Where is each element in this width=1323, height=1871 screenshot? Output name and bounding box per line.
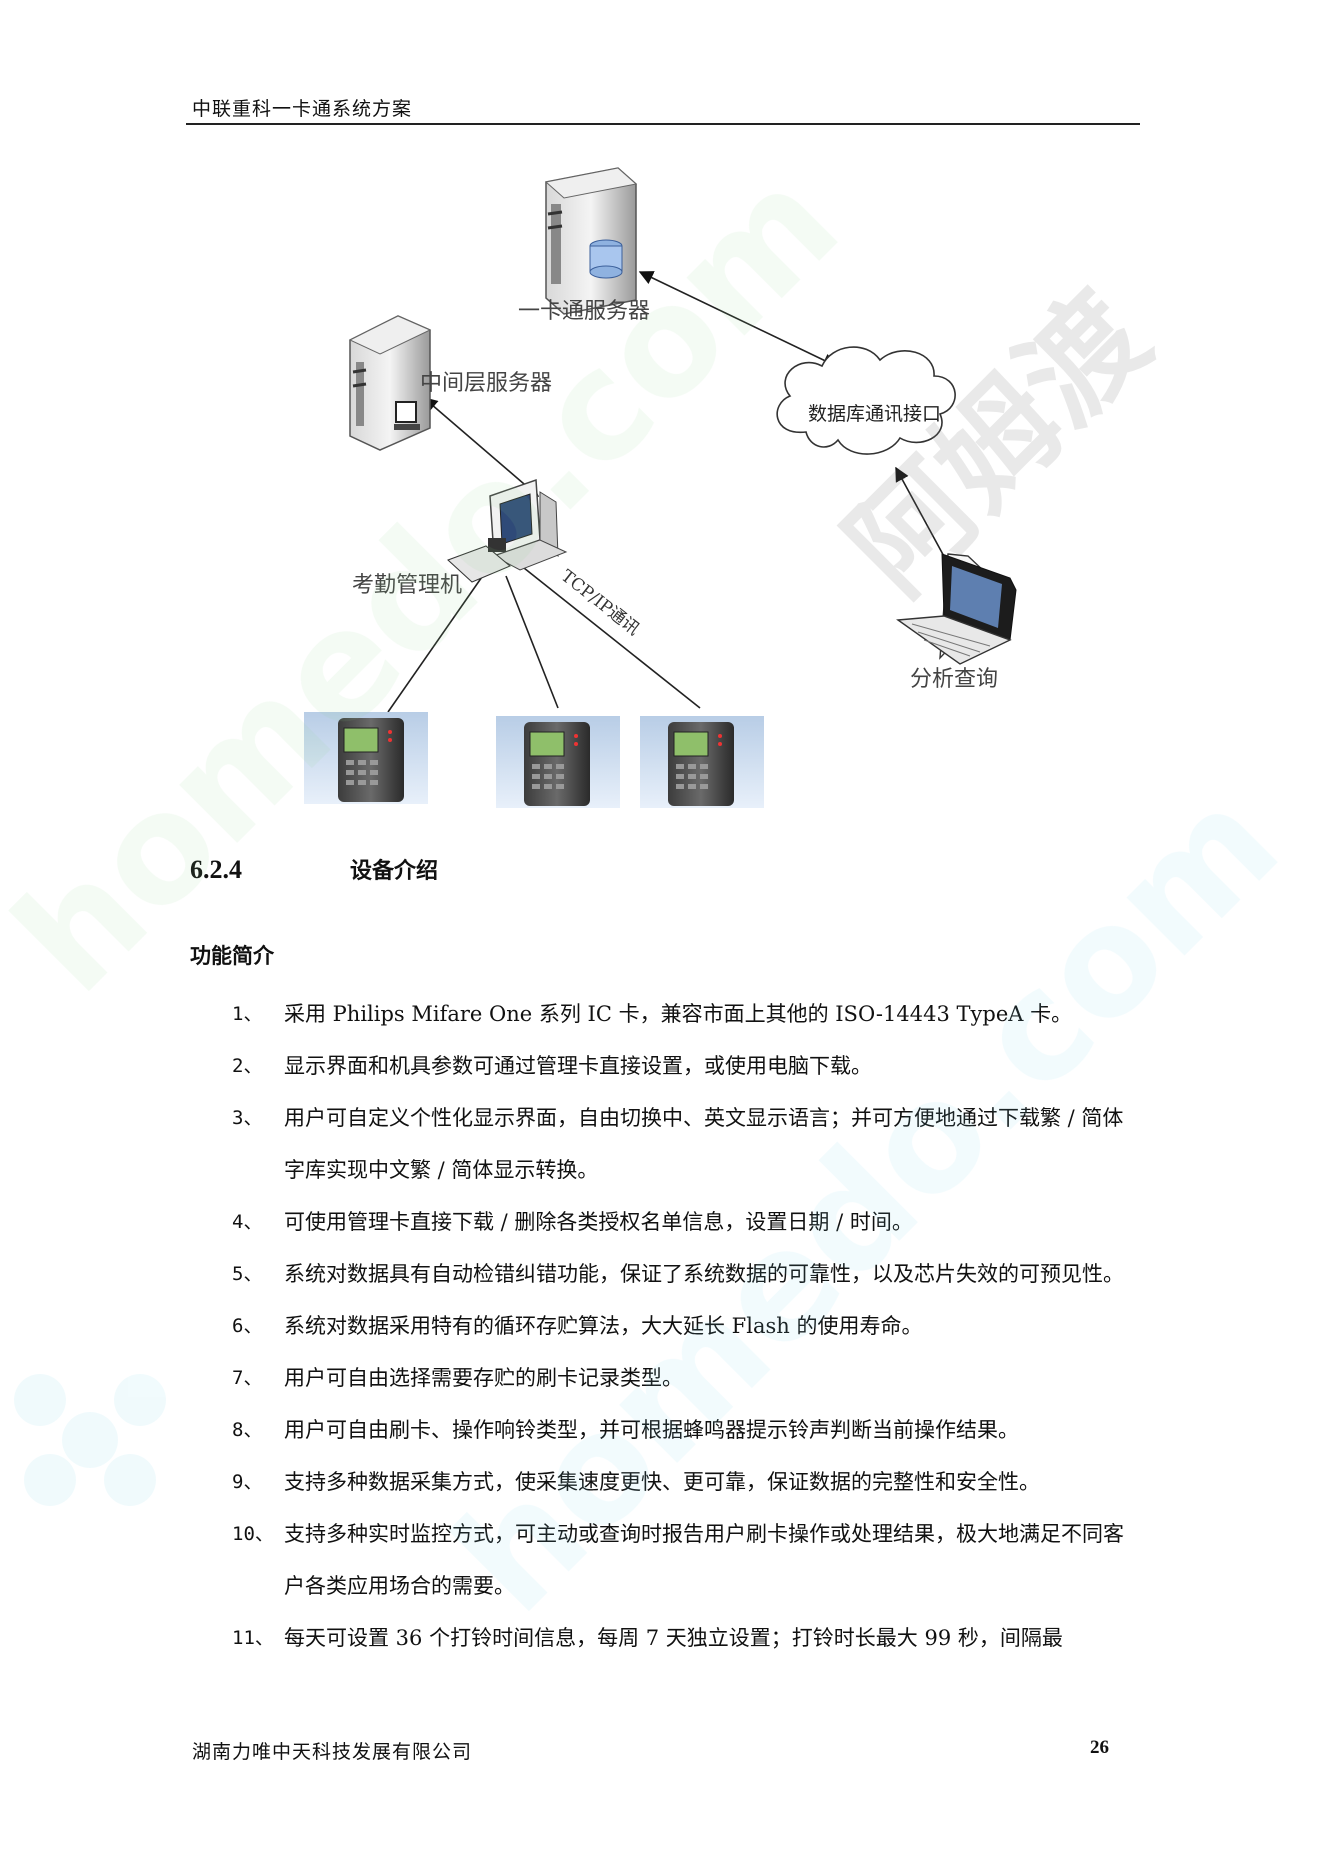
list-item: 4、可使用管理卡直接下载 / 删除各类授权名单信息，设置日期 / 时间。 bbox=[232, 1210, 913, 1234]
list-item: 3、用户可自定义个性化显示界面，自由切换中、英文显示语言；并可方便地通过下载繁 … bbox=[232, 1106, 1124, 1182]
diagram-connections bbox=[387, 254, 947, 713]
card-server-label: 一卡通服务器 bbox=[518, 299, 650, 324]
section-heading: 6.2.4 设备介绍 bbox=[190, 853, 438, 885]
list-item: 8、用户可自由刷卡、操作响铃类型，并可根据蜂鸣器提示铃声判断当前操作结果。 bbox=[232, 1418, 1019, 1442]
list-item: 1、采用 Philips Mifare One 系列 IC 卡，兼容市面上其他的… bbox=[232, 1002, 1073, 1026]
analysis-laptop-icon bbox=[896, 553, 1017, 665]
watermark-flower-icon bbox=[14, 1374, 166, 1506]
section-title: 设备介绍 bbox=[350, 858, 439, 884]
card-reader-3 bbox=[640, 716, 764, 808]
footer-company: 湖南力唯中天科技发展有限公司 bbox=[192, 1741, 473, 1763]
section-number: 6.2.4 bbox=[190, 855, 242, 884]
list-item: 11、每天可设置 36 个打铃时间信息，每周 7 天独立设置；打铃时长最大 99… bbox=[232, 1626, 1063, 1650]
header-rule bbox=[186, 123, 1140, 125]
db-interface-label: 数据库通讯接口 bbox=[808, 403, 941, 425]
list-item: 5、系统对数据具有自动检错纠错功能，保证了系统数据的可靠性，以及芯片失效的可预见… bbox=[232, 1262, 1124, 1286]
list-item: 6、系统对数据采用特有的循环存贮算法，大大延长 Flash 的使用寿命。 bbox=[232, 1314, 923, 1338]
db-interface-cloud bbox=[776, 346, 956, 455]
middle-server-icon bbox=[348, 315, 432, 451]
analysis-label: 分析查询 bbox=[910, 667, 998, 692]
card-reader-1 bbox=[304, 712, 428, 804]
list-item: 10、支持多种实时监控方式，可主动或查询时报告用户刷卡操作或处理结果，极大地满足… bbox=[232, 1522, 1124, 1598]
card-reader-2 bbox=[496, 716, 620, 808]
page-number: 26 bbox=[1090, 1737, 1109, 1758]
list-item: 7、用户可自由选择需要存贮的刷卡记录类型。 bbox=[232, 1366, 683, 1390]
list-item: 2、显示界面和机具参数可通过管理卡直接设置，或使用电脑下载。 bbox=[232, 1054, 872, 1078]
subheading: 功能简介 bbox=[190, 943, 274, 968]
network-diagram: 一卡通服务器 中间层服务器 数据库通讯接口 考勤管理机 TCP/IP通讯 bbox=[304, 167, 1017, 808]
list-item: 9、支持多种数据采集方式，使采集速度更快、更可靠，保证数据的完整性和安全性。 bbox=[232, 1470, 1040, 1494]
card-server-icon bbox=[544, 167, 638, 315]
attendance-pc-icon bbox=[447, 478, 568, 583]
middle-server-label: 中间层服务器 bbox=[420, 371, 552, 396]
header-title: 中联重科一卡通系统方案 bbox=[192, 98, 413, 120]
feature-list: 1、采用 Philips Mifare One 系列 IC 卡，兼容市面上其他的… bbox=[232, 988, 1138, 1664]
attendance-pc-label: 考勤管理机 bbox=[352, 573, 462, 598]
